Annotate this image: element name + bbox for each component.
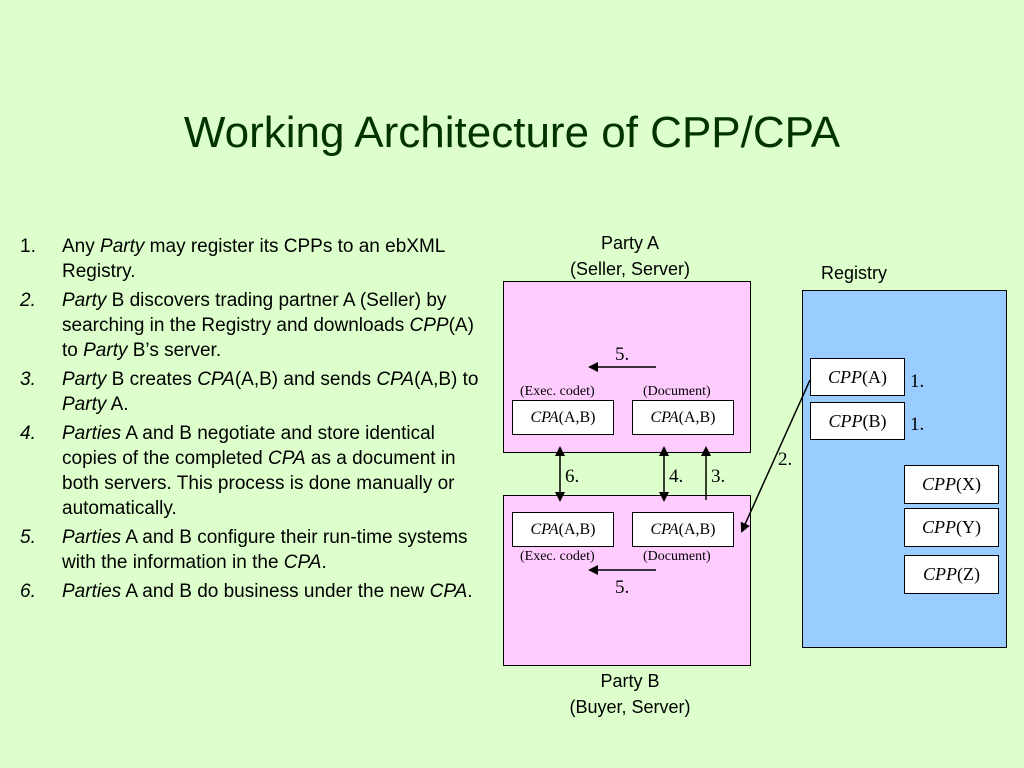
step-3-label: 3. bbox=[711, 466, 726, 487]
step-text: Any Party may register its CPPs to an eb… bbox=[62, 236, 445, 282]
party-b-cpa-document: CPA(A,B) bbox=[632, 512, 734, 547]
slide-title: Working Architecture of CPP/CPA bbox=[183, 108, 841, 157]
party-b-name: Party B bbox=[600, 671, 660, 691]
party-a-name: Party A bbox=[600, 233, 660, 253]
step-2-label: 2. bbox=[778, 449, 793, 470]
registry-cpp-y: CPP(Y) bbox=[904, 508, 999, 547]
step-number: 6. bbox=[20, 581, 36, 602]
step-item: 1. Any Party may register its CPPs to an … bbox=[20, 234, 480, 284]
step-item: 5. Parties A and B configure their run-ti… bbox=[20, 525, 480, 575]
registry-cpp-b: CPP(B) bbox=[810, 402, 905, 440]
cpp-arg: (Z) bbox=[957, 564, 980, 584]
cpa-term: CPA bbox=[530, 408, 559, 426]
cpa-args: (A,B) bbox=[678, 408, 716, 426]
document-label: (Document) bbox=[643, 384, 711, 399]
step-number: 5. bbox=[20, 527, 36, 548]
document-label: (Document) bbox=[643, 549, 711, 564]
registry-label: Registry bbox=[820, 263, 887, 283]
step-number: 1. bbox=[20, 236, 36, 257]
step-number: 3. bbox=[20, 369, 36, 390]
cpp-term: CPP bbox=[828, 410, 863, 431]
step-number: 4. bbox=[20, 423, 36, 444]
cpp-arg: (A) bbox=[862, 366, 887, 387]
party-a-cpa-document: CPA(A,B) bbox=[632, 400, 734, 435]
step-5-label-b: 5. bbox=[615, 577, 630, 598]
steps-list: 1. Any Party may register its CPPs to an … bbox=[20, 234, 480, 608]
step-item: 3. Party B creates CPA(A,B) and sends CPA… bbox=[20, 367, 480, 417]
party-b-label: Party B (Buyer, Server) bbox=[530, 668, 730, 720]
exec-code-label: (Exec. codet) bbox=[520, 549, 595, 564]
arrow-step-2 bbox=[740, 379, 811, 533]
cpp-term: CPP bbox=[923, 564, 957, 584]
cpp-arg: (B) bbox=[862, 410, 887, 431]
step-item: 2. Party B discovers trading partner A (S… bbox=[20, 288, 480, 363]
cpa-args: (A,B) bbox=[678, 520, 716, 538]
step-number: 2. bbox=[20, 290, 36, 311]
party-a-label: Party A (Seller, Server) bbox=[530, 230, 730, 282]
step-text: Party B discovers trading partner A (Sel… bbox=[62, 290, 474, 361]
step-1-label-b: 1. bbox=[910, 414, 925, 435]
party-a-cpa-exec: CPA(A,B) bbox=[512, 400, 614, 435]
step-item: 6. Parties A and B do business under the … bbox=[20, 579, 480, 604]
cpp-arg: (Y) bbox=[956, 517, 981, 537]
cpp-term: CPP bbox=[828, 366, 862, 387]
cpa-args: (A,B) bbox=[558, 408, 596, 426]
cpp-term: CPP bbox=[922, 474, 956, 494]
step-text: Parties A and B negotiate and store iden… bbox=[62, 423, 456, 519]
exec-code-label: (Exec. codet) bbox=[520, 384, 595, 399]
cpp-term: CPP bbox=[922, 517, 956, 537]
party-b-role: (Buyer, Server) bbox=[569, 697, 691, 717]
step-6-label: 6. bbox=[565, 466, 580, 487]
step-text: Parties A and B configure their run-time… bbox=[62, 527, 468, 573]
step-text: Party B creates CPA(A,B) and sends CPA(A… bbox=[62, 369, 479, 415]
cpa-term: CPA bbox=[530, 520, 559, 538]
registry-cpp-a: CPP(A) bbox=[810, 358, 905, 396]
cpa-term: CPA bbox=[650, 408, 679, 426]
step-text: Parties A and B do business under the ne… bbox=[62, 581, 473, 602]
party-a-role: (Seller, Server) bbox=[569, 259, 691, 279]
step-1-label-a: 1. bbox=[910, 371, 925, 392]
step-5-label-a: 5. bbox=[615, 344, 630, 365]
registry-cpp-x: CPP(X) bbox=[904, 465, 999, 504]
cpp-arg: (X) bbox=[956, 474, 981, 494]
party-b-cpa-exec: CPA(A,B) bbox=[512, 512, 614, 547]
cpa-args: (A,B) bbox=[558, 520, 596, 538]
step-4-label: 4. bbox=[669, 466, 684, 487]
cpa-term: CPA bbox=[650, 520, 679, 538]
step-item: 4. Parties A and B negotiate and store id… bbox=[20, 421, 480, 521]
registry-cpp-z: CPP(Z) bbox=[904, 555, 999, 594]
